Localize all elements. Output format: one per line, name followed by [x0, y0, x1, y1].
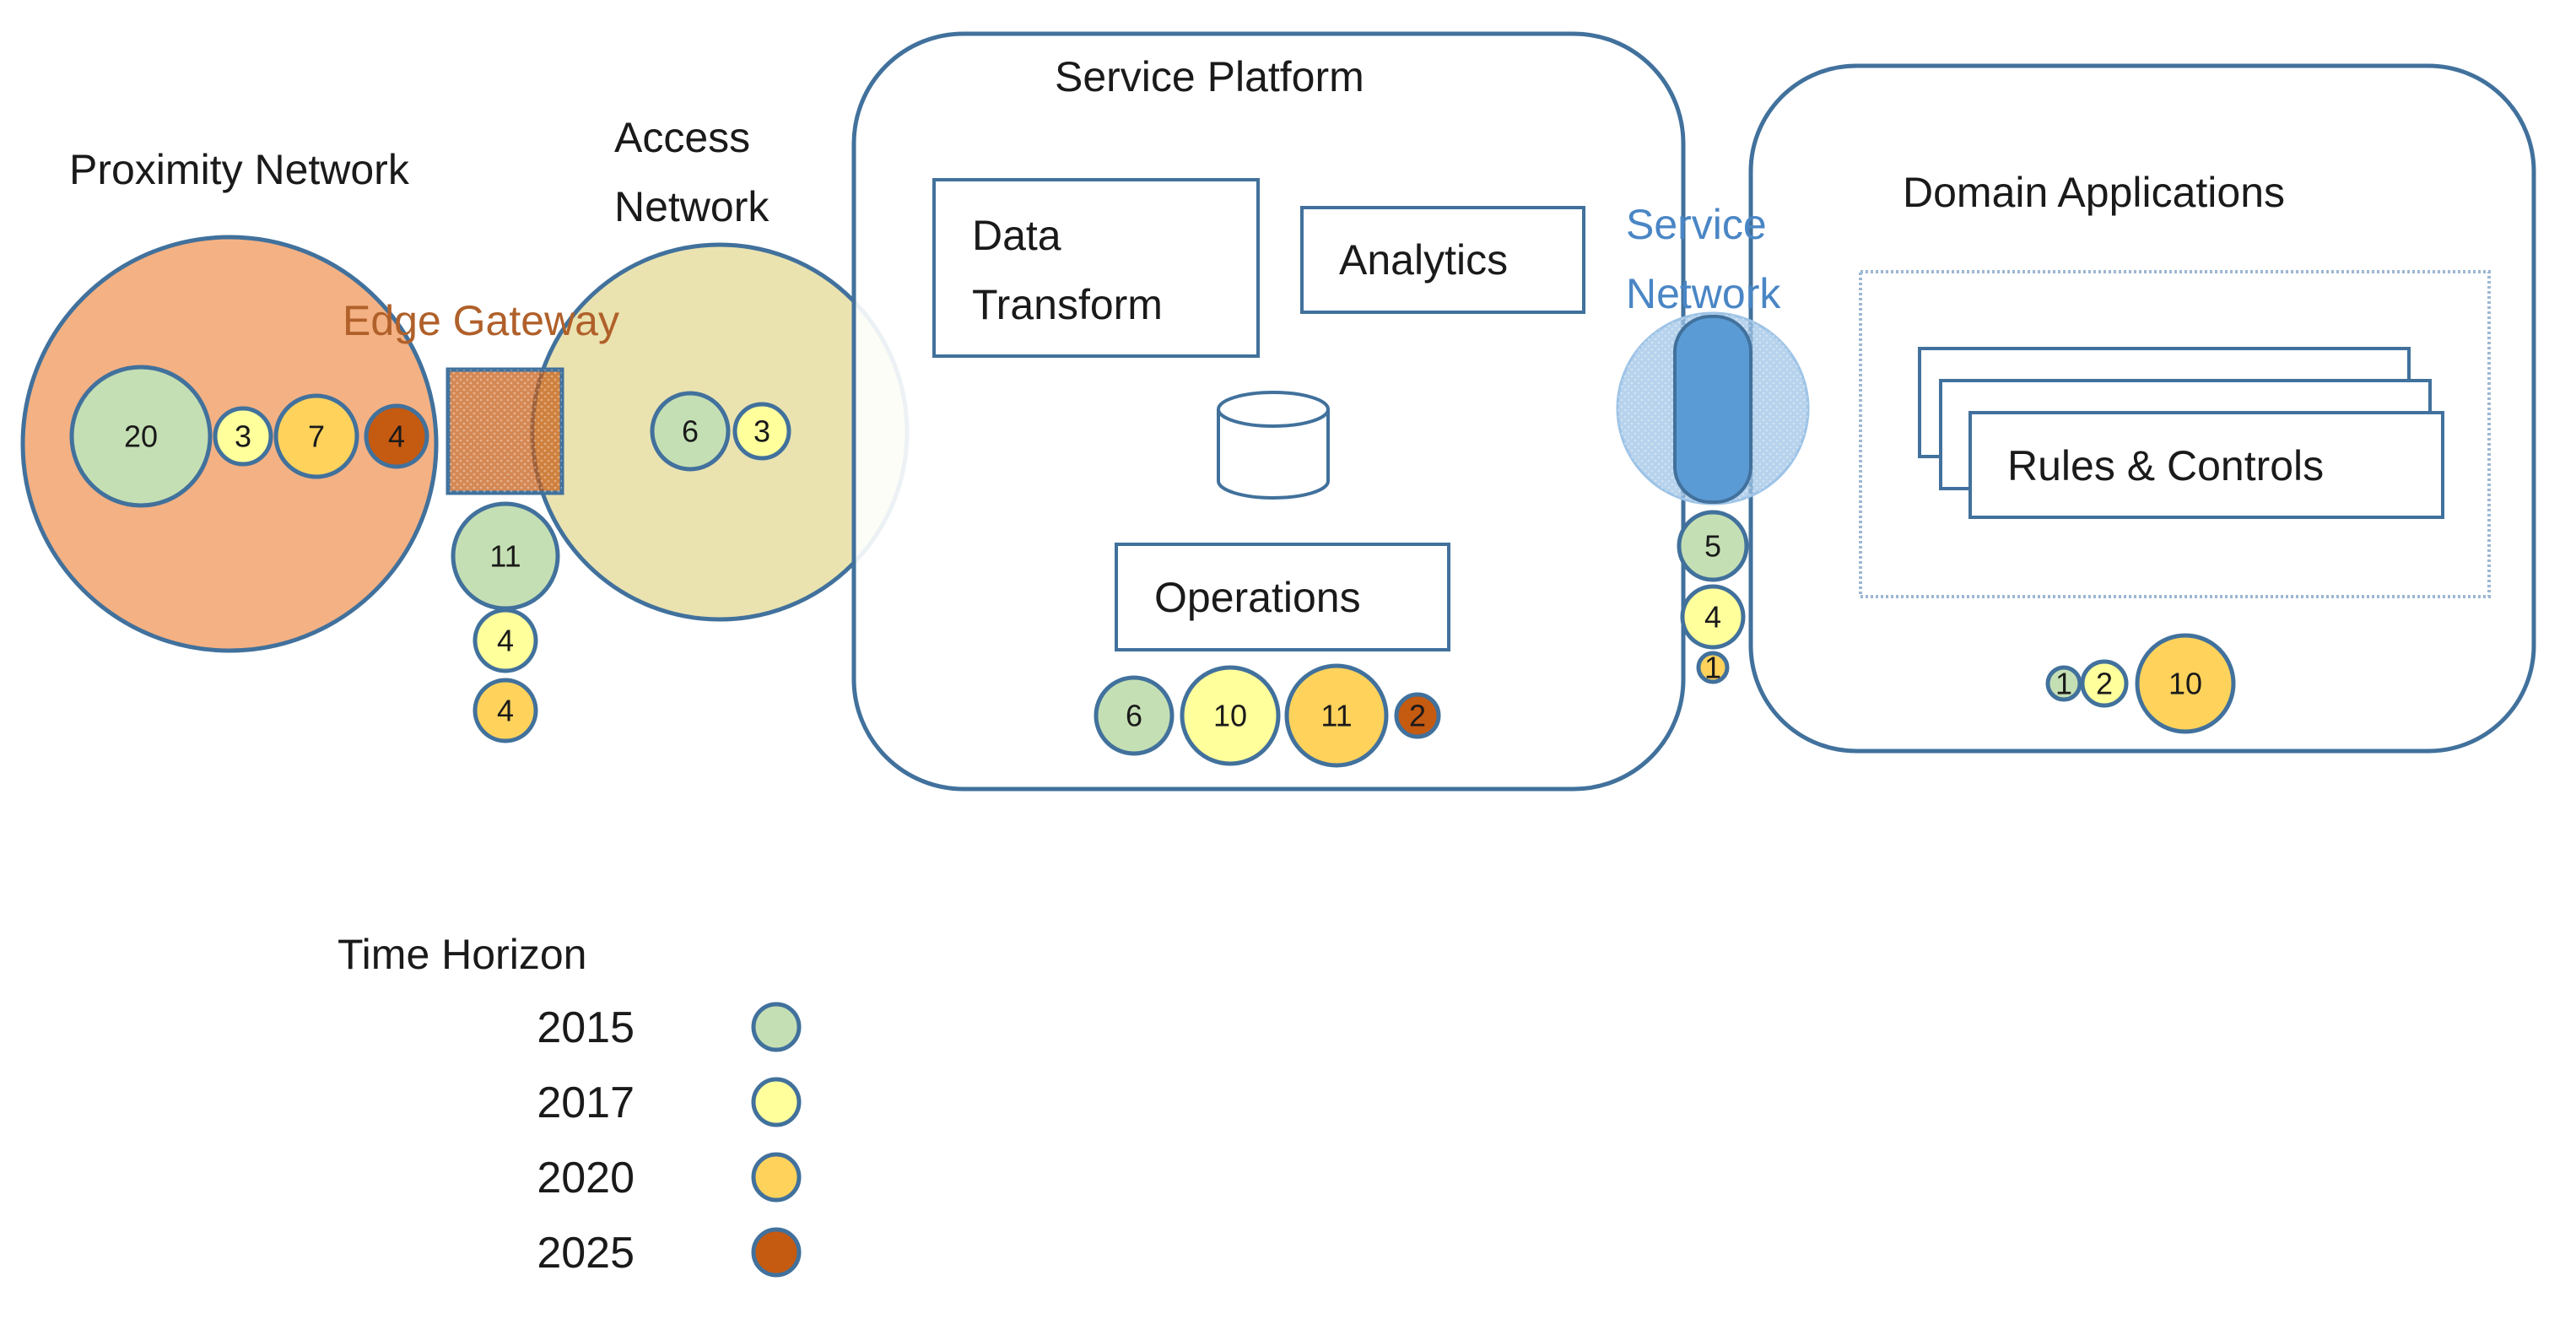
- edge-gateway: Edge Gateway: [343, 297, 619, 495]
- bubble-count: 2: [1409, 699, 1426, 733]
- platform-bubble-2015: 6: [1094, 675, 1175, 756]
- bubble-count: 11: [489, 539, 521, 574]
- bubble-count: 4: [497, 624, 514, 658]
- proximity-bubble-2015: 20: [69, 365, 213, 508]
- bubble-count: 4: [388, 419, 405, 454]
- proximity-bubble-2025: 4: [364, 403, 429, 469]
- service-platform-label: Service Platform: [1055, 53, 1364, 100]
- legend-year-2015: 2015: [537, 1003, 635, 1052]
- bubble-count: 11: [1320, 699, 1352, 733]
- service-network-label-line2: Network: [1626, 270, 1781, 317]
- data-transform-label-line2: Transform: [972, 281, 1163, 328]
- edge-bubble-2020: 4: [473, 678, 538, 743]
- proximity-bubble-2020: 7: [273, 393, 359, 479]
- service-network-bubble-2015: 5: [1677, 510, 1749, 582]
- domain-bubble-2020: 10: [2135, 633, 2236, 734]
- edge-bubble-2017: 4: [473, 608, 538, 673]
- bubble-count: 6: [682, 414, 699, 449]
- operations-label: Operations: [1154, 574, 1361, 621]
- access-bubble-2017: 3: [732, 402, 791, 461]
- bubble-count: 2: [2096, 667, 2113, 701]
- edge-bubble-2015: 11: [451, 501, 560, 611]
- domain-bubble-2015: 1: [2045, 665, 2082, 702]
- data-transform-box: [932, 178, 1260, 358]
- legend-year-2017: 2017: [537, 1078, 635, 1127]
- access-network: Access Network: [530, 114, 910, 622]
- service-network: Service Network: [1616, 201, 1810, 505]
- bubble-count: 10: [1213, 699, 1247, 733]
- legend-year-2020: 2020: [537, 1154, 635, 1203]
- analytics-box: [1300, 206, 1585, 314]
- analytics-label: Analytics: [1339, 236, 1508, 284]
- legend: Time Horizon 2015 2017 2020 2025: [338, 931, 802, 1278]
- service-network-bubble-2020: 1: [1696, 651, 1730, 685]
- service-network-link: [1673, 315, 1752, 504]
- bubble-count: 20: [124, 419, 158, 454]
- proximity-bubble-2017: 3: [213, 406, 273, 467]
- bubble-count: 3: [235, 419, 251, 454]
- bubble-count: 1: [1704, 651, 1721, 685]
- access-network-label-line1: Access: [614, 114, 750, 161]
- platform-bubble-2017: 10: [1180, 665, 1281, 766]
- bubble-count: 3: [753, 414, 770, 449]
- service-platform: Service Platform Data Transform Analytic…: [851, 31, 1686, 792]
- service-network-bubble-2017: 4: [1680, 584, 1746, 650]
- platform-bubble-2020: 11: [1284, 663, 1389, 768]
- legend-title: Time Horizon: [338, 931, 586, 978]
- rules-card-front: [1968, 411, 2444, 519]
- data-transform-label-line1: Data: [972, 212, 1061, 259]
- database-icon: [1217, 391, 1330, 500]
- bubble-count: 5: [1704, 529, 1721, 564]
- rules-controls-label: Rules & Controls: [2007, 442, 2324, 489]
- bubble-count: 1: [2055, 667, 2072, 701]
- legend-swatch-2015: [751, 1002, 802, 1052]
- operations-box: [1115, 543, 1450, 651]
- access-network-label-line2: Network: [614, 183, 770, 230]
- bubble-count: 6: [1126, 699, 1142, 733]
- edge-gateway-label: Edge Gateway: [343, 297, 619, 344]
- bubble-count: 4: [497, 694, 514, 728]
- domain-applications: Domain Applications Rules & Controls: [1748, 63, 2536, 754]
- domain-applications-label: Domain Applications: [1903, 169, 2285, 216]
- legend-swatch-2020: [751, 1152, 802, 1203]
- service-network-label-line1: Service: [1626, 201, 1767, 248]
- bubble-count: 4: [1704, 600, 1721, 635]
- access-bubble-2015: 6: [650, 391, 731, 472]
- legend-swatch-2017: [751, 1077, 802, 1127]
- legend-year-2025: 2025: [537, 1229, 635, 1278]
- bubble-count: 7: [308, 419, 325, 454]
- proximity-network-label: Proximity Network: [69, 146, 410, 193]
- legend-swatch-2025: [751, 1227, 802, 1278]
- platform-bubble-2025: 2: [1394, 692, 1441, 739]
- bubble-count: 10: [2168, 667, 2202, 701]
- domain-bubble-2017: 2: [2080, 659, 2129, 708]
